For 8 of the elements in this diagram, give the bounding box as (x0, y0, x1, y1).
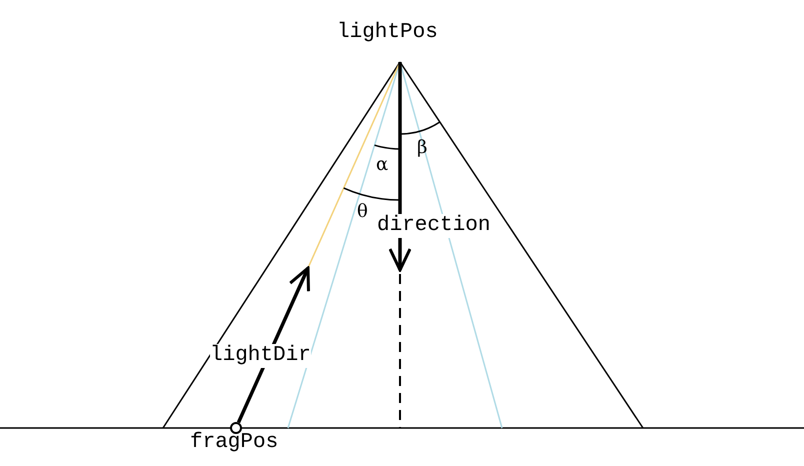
angle-label: β (417, 138, 428, 158)
vector-label: direction (377, 214, 490, 238)
vector-label: lightDir (210, 344, 311, 368)
angle-label: α (376, 155, 388, 175)
position-label: lightPos (337, 21, 438, 45)
angle-label: θ (357, 202, 368, 222)
position-label: fragPos (190, 431, 278, 455)
vector-arrow (388, 62, 412, 272)
